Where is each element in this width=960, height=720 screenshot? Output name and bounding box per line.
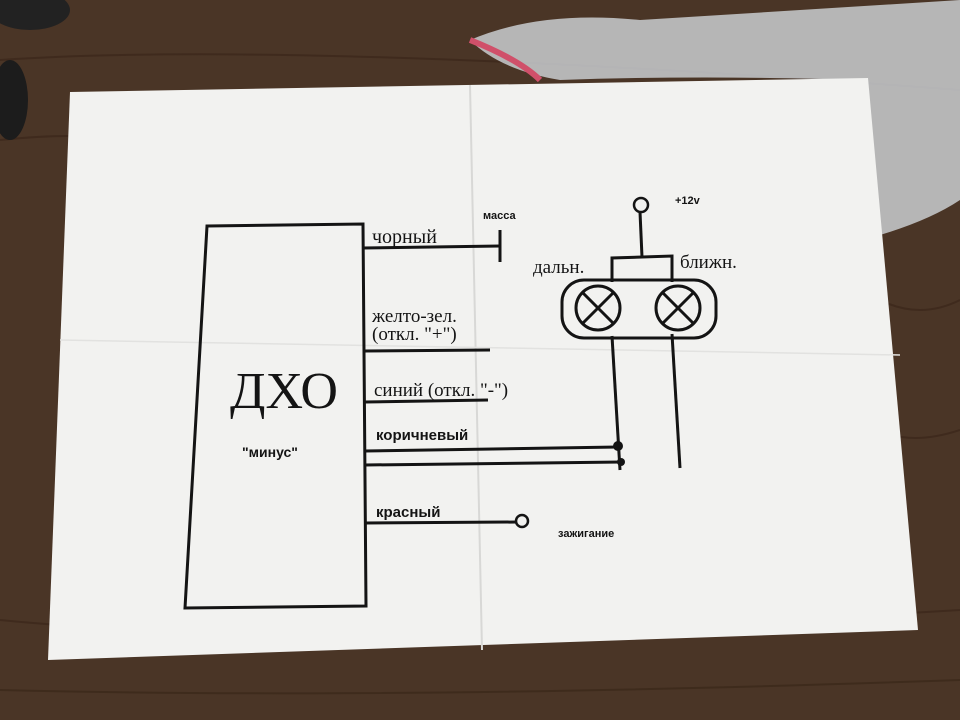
- wire-yellow-green: [363, 348, 491, 353]
- lamp-housing: [560, 278, 718, 340]
- low-beam-lamp: [654, 284, 702, 332]
- module-box: [183, 222, 368, 610]
- plastic-bag: [470, 0, 960, 235]
- supply-terminal: [632, 196, 650, 214]
- wire-red: [365, 520, 519, 525]
- lamp-lead-right: [670, 333, 682, 469]
- lamp-assembly: [560, 211, 718, 471]
- label-ignition: зажигание: [558, 528, 614, 540]
- label-ground: масса: [483, 210, 516, 222]
- lamp-bridge: [610, 254, 674, 282]
- module-subtitle: "минус": [242, 444, 298, 460]
- wire-brown-second: [364, 460, 623, 467]
- label-yellow-green-2: (откл. "+"): [372, 324, 457, 345]
- supply-wire: [638, 211, 644, 258]
- label-brown-wire: коричневый: [376, 427, 468, 444]
- label-black-wire: чорный: [372, 226, 437, 248]
- bag-seal: [468, 37, 543, 83]
- high-beam-lamp: [574, 284, 622, 332]
- label-low-beam: ближн.: [680, 252, 737, 273]
- paper-sheet: [48, 78, 918, 660]
- label-high-beam: дальн.: [533, 257, 584, 278]
- ignition-terminal: [514, 513, 530, 529]
- paper-fold: [469, 84, 483, 651]
- dark-object: [0, 60, 28, 140]
- junction-dot: [617, 458, 625, 466]
- wire-brown: [364, 445, 619, 453]
- label-yellow-green-1: желто-зел.: [371, 306, 457, 327]
- wire-blue: [364, 398, 489, 404]
- label-blue-wire: синий (откл. "-"): [374, 380, 508, 401]
- dark-object-top: [0, 0, 70, 30]
- lamp-cross: [661, 291, 695, 325]
- module-title: ДХО: [230, 363, 338, 420]
- lamp-cross: [581, 291, 615, 325]
- junction-dot: [613, 441, 623, 451]
- wire-lines: [362, 230, 623, 525]
- wire-black: [362, 244, 501, 250]
- label-red-wire: красный: [376, 504, 440, 521]
- label-supply: +12v: [675, 195, 701, 207]
